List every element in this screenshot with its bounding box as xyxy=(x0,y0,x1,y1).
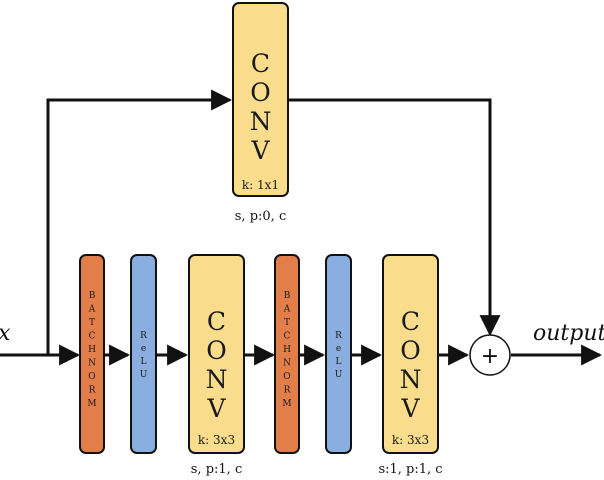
shortcut-up-line xyxy=(46,89,233,355)
shortcut-params-label: s, p:0, c xyxy=(235,209,286,224)
bn2-letter: C xyxy=(284,332,291,342)
conv-1-kernel-label: k: 3x3 xyxy=(198,433,235,447)
relu2-letter: L xyxy=(336,357,342,367)
shortcut-conv-letter: O xyxy=(250,78,271,107)
bn1-letter: R xyxy=(89,386,96,396)
input-label: x xyxy=(0,321,11,346)
plus-icon: + xyxy=(481,344,499,369)
conv-2-kernel-label: k: 3x3 xyxy=(392,433,429,447)
bn2-letter: O xyxy=(283,372,290,382)
conv1-letter: N xyxy=(206,365,228,394)
relu2-letter: R xyxy=(335,331,342,341)
conv1-letter: V xyxy=(206,394,226,423)
relu1-letter: L xyxy=(141,357,147,367)
bn2-letter: B xyxy=(284,291,291,301)
relu2-letter: U xyxy=(335,370,343,380)
shortcut-conv-letter: C xyxy=(251,49,270,78)
conv2-letter: V xyxy=(400,394,420,423)
shortcut-down-line xyxy=(288,98,501,337)
relu1-letter: e xyxy=(141,344,146,354)
conv-2-params-label: s:1, p:1, c xyxy=(378,462,442,477)
relu1-letter: U xyxy=(140,370,148,380)
bn1-letter: B xyxy=(89,291,96,301)
bn1-letter: H xyxy=(88,345,96,355)
bn2-letter: H xyxy=(283,345,291,355)
conv2-letter: C xyxy=(401,307,420,336)
bn2-letter: T xyxy=(284,318,290,328)
bn2-letter: R xyxy=(284,386,291,396)
conv2-letter: N xyxy=(400,365,422,394)
conv1-letter: O xyxy=(206,336,227,365)
conv-1-params-label: s, p:1, c xyxy=(191,462,242,477)
conv1-letter: C xyxy=(207,307,226,336)
bn2-letter: M xyxy=(282,399,291,409)
bn1-letter: O xyxy=(88,372,95,382)
output-label: output xyxy=(533,321,604,346)
bn1-letter: A xyxy=(88,305,96,315)
relu2-letter: e xyxy=(336,344,341,354)
bn1-letter: N xyxy=(88,359,96,369)
shortcut-conv-letter: V xyxy=(250,136,270,165)
bn2-letter: A xyxy=(283,305,291,315)
relu1-letter: R xyxy=(140,331,147,341)
sum-node: + xyxy=(469,334,511,376)
shortcut-kernel-label: k: 1x1 xyxy=(242,178,279,192)
bn1-letter: C xyxy=(89,332,96,342)
bn2-letter: N xyxy=(283,359,291,369)
bn1-letter: T xyxy=(89,318,95,328)
conv2-letter: O xyxy=(400,336,421,365)
bn1-letter: M xyxy=(87,399,96,409)
shortcut-conv-letter: N xyxy=(250,107,272,136)
